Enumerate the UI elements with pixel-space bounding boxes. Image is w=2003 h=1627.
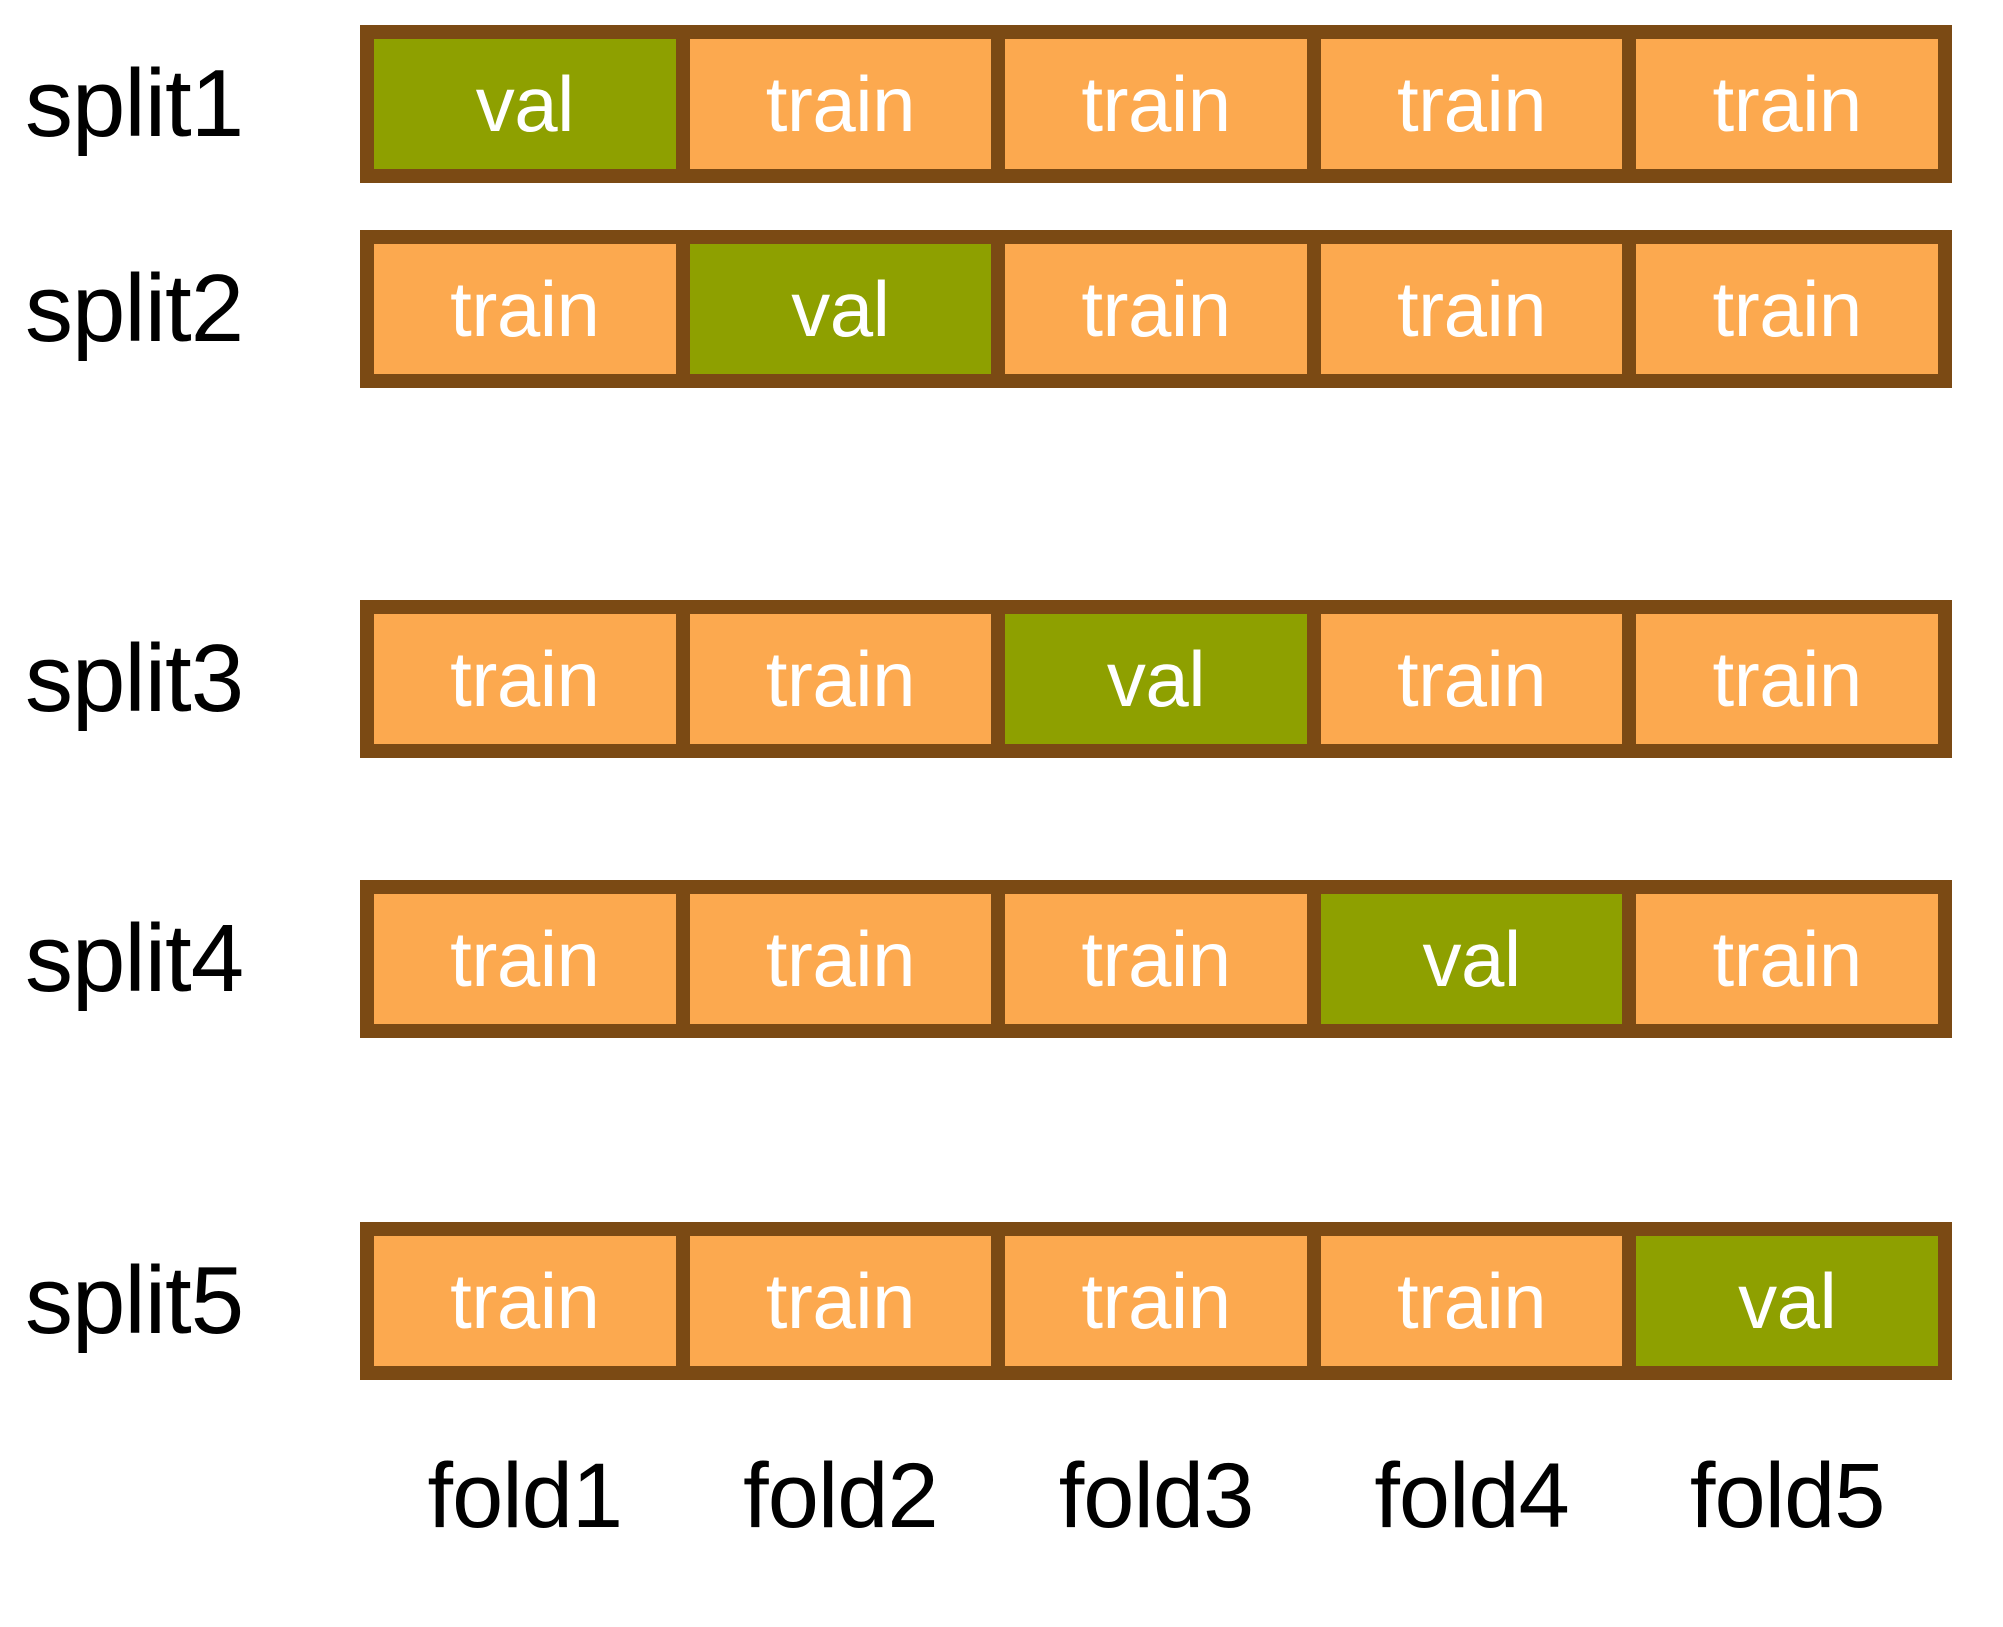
fold-tick-1: fold1 xyxy=(427,1445,623,1547)
fold-cell-split5-fold5[interactable]: val xyxy=(1636,1236,1938,1366)
fold-tick-4: fold4 xyxy=(1374,1445,1569,1547)
fold-cell-split4-fold3[interactable]: train xyxy=(1005,894,1307,1024)
fold-cell-split3-fold5[interactable]: train xyxy=(1636,614,1938,744)
fold-cell-split5-fold3[interactable]: train xyxy=(1005,1236,1307,1366)
fold-cell-split1-fold2[interactable]: train xyxy=(689,39,992,169)
split-label-4: split4 xyxy=(25,905,244,1012)
fold-tick-5: fold5 xyxy=(1689,1445,1885,1547)
fold-cell-split1-fold1[interactable]: val xyxy=(374,39,676,169)
fold-cell-split3-fold3[interactable]: val xyxy=(1005,614,1307,744)
fold-cell-split2-fold1[interactable]: train xyxy=(374,244,676,374)
fold-cell-split5-fold2[interactable]: train xyxy=(689,1236,992,1366)
fold-cell-split4-fold1[interactable]: train xyxy=(374,894,676,1024)
fold-cell-split4-fold4[interactable]: val xyxy=(1320,894,1623,1024)
fold-cell-split5-fold1[interactable]: train xyxy=(374,1236,676,1366)
fold-cell-split2-fold3[interactable]: train xyxy=(1005,244,1307,374)
fold-cell-split4-fold5[interactable]: train xyxy=(1636,894,1938,1024)
fold-cell-split1-fold5[interactable]: train xyxy=(1636,39,1938,169)
fold-cell-split3-fold4[interactable]: train xyxy=(1320,614,1623,744)
fold-cell-split3-fold1[interactable]: train xyxy=(374,614,676,744)
split-label-5: split5 xyxy=(25,1247,244,1354)
split-label-2: split2 xyxy=(25,255,244,362)
split-label-1: split1 xyxy=(25,50,244,157)
fold-cell-split1-fold3[interactable]: train xyxy=(1005,39,1307,169)
split-label-3: split3 xyxy=(25,625,244,732)
fold-cell-split4-fold2[interactable]: train xyxy=(689,894,992,1024)
fold-cell-split3-fold2[interactable]: train xyxy=(689,614,992,744)
fold-cell-split5-fold4[interactable]: train xyxy=(1320,1236,1623,1366)
fold-cell-split1-fold4[interactable]: train xyxy=(1320,39,1623,169)
fold-cell-split2-fold4[interactable]: train xyxy=(1320,244,1623,374)
fold-cell-split2-fold2[interactable]: val xyxy=(689,244,992,374)
fold-tick-3: fold3 xyxy=(1058,1445,1254,1547)
fold-cell-split2-fold5[interactable]: train xyxy=(1636,244,1938,374)
fold-tick-2: fold2 xyxy=(743,1445,938,1547)
